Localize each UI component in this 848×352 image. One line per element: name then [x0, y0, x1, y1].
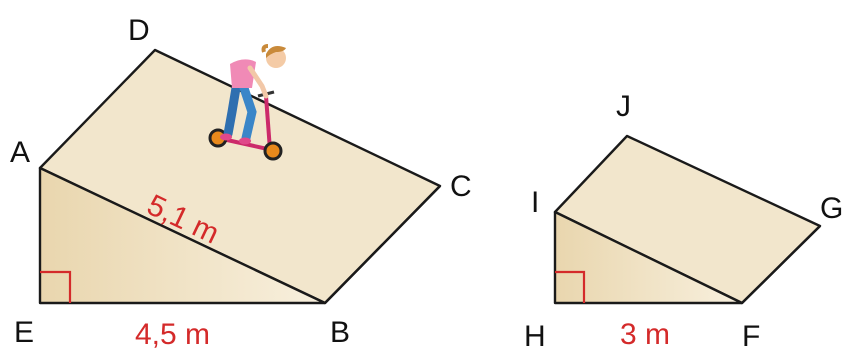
measure-hf: 3 m: [620, 318, 670, 351]
measure-eb: 4,5 m: [135, 318, 210, 351]
ramp-2-edge-gf: [741, 225, 821, 304]
point-label-f: F: [742, 320, 760, 352]
point-label-h: H: [524, 320, 546, 352]
point-label-i: I: [531, 186, 539, 219]
ramp-1: [38, 48, 442, 305]
girl-on-scooter-illustration: [208, 44, 286, 161]
ramp-1-right-angle-mark: [40, 270, 72, 303]
ramp-1-side-face: [38, 166, 327, 305]
ramp-2: [553, 134, 822, 305]
ramp-1-edge-cb: [324, 185, 441, 304]
point-label-c: C: [450, 170, 472, 203]
ramp-2-right-angle-mark: [555, 270, 586, 303]
point-label-b: B: [330, 316, 350, 349]
point-label-g: G: [820, 192, 843, 225]
ramp-2-side-face: [553, 210, 744, 305]
point-label-d: D: [128, 14, 150, 47]
point-label-a: A: [10, 136, 30, 169]
point-label-e: E: [14, 316, 34, 349]
point-label-j: J: [616, 90, 631, 123]
